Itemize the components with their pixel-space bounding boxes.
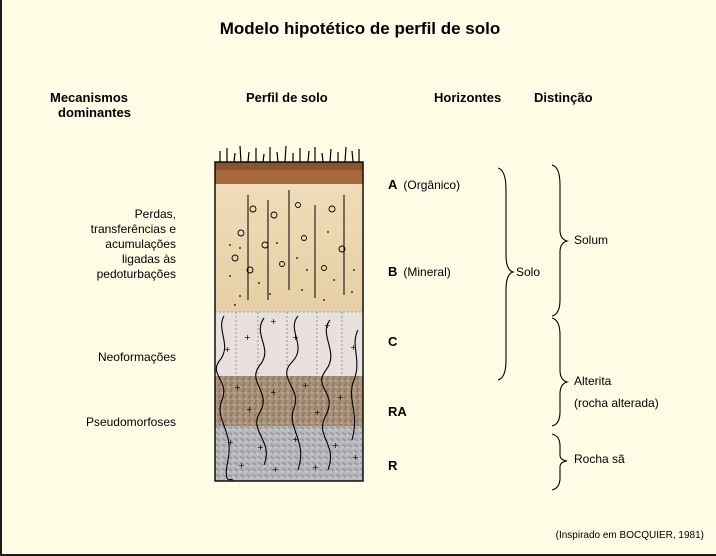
mechanism-neoformacoes: Neoformações xyxy=(97,350,176,364)
svg-text:+: + xyxy=(234,383,241,392)
horizon-a-label: A (Orgânico) xyxy=(388,177,460,192)
svg-text:+: + xyxy=(227,438,234,447)
brace-rocha-sa-icon xyxy=(551,433,568,491)
group-solum-label: Solum xyxy=(574,233,609,247)
svg-text:+: + xyxy=(314,408,321,417)
mechanism-pseudomorfoses: Pseudomorfoses xyxy=(85,415,176,429)
svg-text:+: + xyxy=(270,388,277,397)
svg-text:+: + xyxy=(312,463,319,472)
mechanism-perdas: Perdas, transferências e acumulações lig… xyxy=(91,207,176,282)
horizon-b-desc: (Mineral) xyxy=(403,265,451,279)
header-mecanismos: Mecanismos dominantes xyxy=(50,90,131,120)
horizon-r-band xyxy=(215,426,363,481)
plus-marks-icon: + + + + + + + + + + + + + + + + + + + + xyxy=(224,317,359,474)
svg-text:+: + xyxy=(337,393,344,402)
header-distincao: Distinção xyxy=(534,90,593,105)
horizon-c-label: C xyxy=(388,334,398,349)
horizon-b-code: B xyxy=(388,264,398,279)
group-rocha-sa-label: Rocha sã xyxy=(574,452,625,466)
svg-text:+: + xyxy=(352,453,359,462)
header-perfil: Perfil de solo xyxy=(246,90,328,105)
mechanism-perdas-line: pedoturbações xyxy=(96,267,176,281)
brace-alterita-icon xyxy=(551,317,569,427)
weathering-fronts-icon xyxy=(215,315,359,482)
svg-text:+: + xyxy=(332,441,339,450)
roots-icon xyxy=(247,190,345,300)
header-horizontes: Horizontes xyxy=(434,90,502,105)
svg-text:+: + xyxy=(272,465,279,474)
nodules-icon xyxy=(231,202,346,274)
horizon-ra-band xyxy=(215,376,363,426)
horizon-a-top-band xyxy=(215,162,363,170)
group-alterita-line1: Alterita xyxy=(574,374,612,388)
braces-icon xyxy=(497,164,569,491)
header-mecanismos-line2: dominantes xyxy=(58,105,131,120)
mechanism-perdas-line: Perdas, xyxy=(134,207,176,221)
svg-text:+: + xyxy=(324,321,331,330)
soil-profile-frame xyxy=(214,161,364,482)
mechanism-perdas-line: transferências e xyxy=(90,222,176,236)
svg-text:+: + xyxy=(238,461,245,470)
svg-text:+: + xyxy=(224,345,231,354)
horizon-a-desc: (Orgânico) xyxy=(403,178,461,192)
svg-text:+: + xyxy=(244,333,251,342)
svg-text:+: + xyxy=(350,343,357,352)
mechanism-perdas-line: acumulações xyxy=(105,237,176,251)
credit-note: (Inspirado em BOCQUIER, 1981) xyxy=(555,530,704,541)
horizon-a-code: A xyxy=(388,177,398,192)
mechanism-perdas-line: ligadas às xyxy=(121,252,176,266)
header-mecanismos-line1: Mecanismos xyxy=(50,90,129,105)
brace-solo-icon xyxy=(497,167,515,381)
svg-text:+: + xyxy=(302,381,309,390)
svg-text:+: + xyxy=(292,333,299,342)
mineral-dots-icon xyxy=(229,231,355,306)
horizon-ra-label: RA xyxy=(388,404,407,419)
horizon-r-label: R xyxy=(388,458,398,473)
c-horizon-dashed-lines xyxy=(215,311,363,376)
horizon-b-label: B (Mineral) xyxy=(388,264,451,279)
group-alterita-line2: (rocha alterada) xyxy=(574,396,659,410)
grass-icon xyxy=(219,145,360,163)
group-alterita-label: Alterita (rocha alterada) xyxy=(574,370,659,414)
svg-text:+: + xyxy=(270,317,277,326)
svg-text:+: + xyxy=(292,435,299,444)
diagram-title: Modelo hipotético de perfil de solo xyxy=(219,19,501,38)
svg-text:+: + xyxy=(257,443,264,452)
group-solo-label: Solo xyxy=(516,265,541,279)
brace-solum-icon xyxy=(551,164,569,317)
svg-text:+: + xyxy=(246,405,253,414)
